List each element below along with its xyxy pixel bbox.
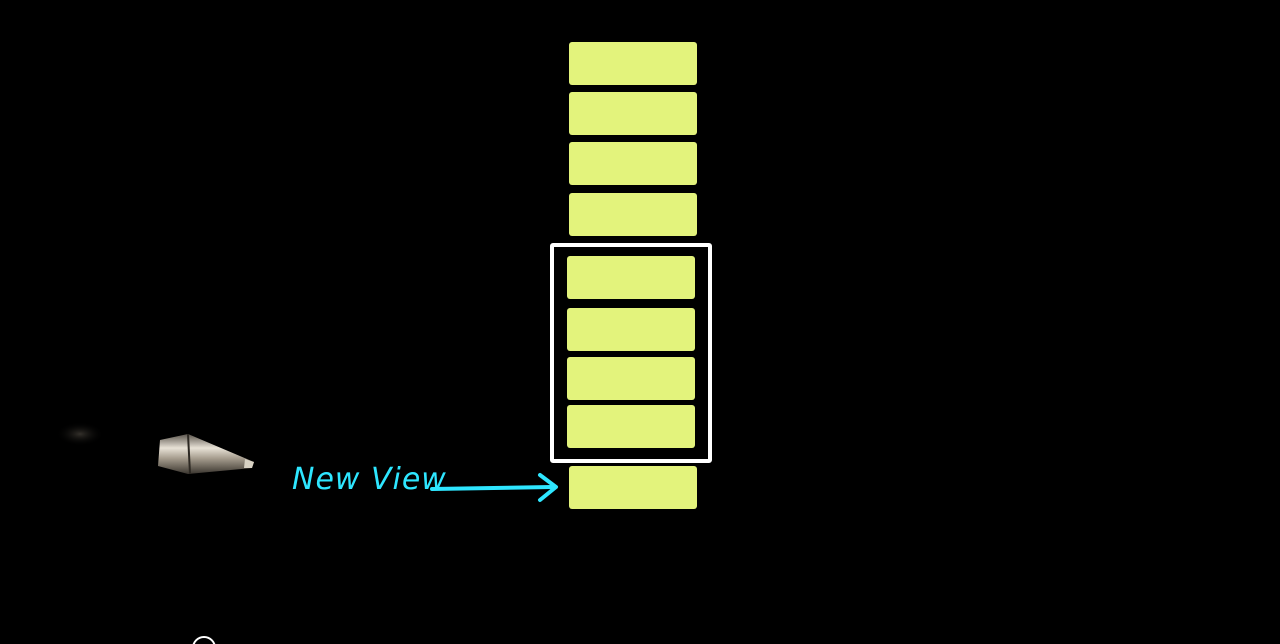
pen-cursor-marker bbox=[192, 636, 216, 644]
list-cell-above-1 bbox=[569, 42, 697, 85]
stylus-pen-icon bbox=[56, 422, 254, 475]
list-cell-visible-3 bbox=[567, 357, 695, 400]
list-cell-above-4 bbox=[569, 193, 697, 236]
list-cell-above-2 bbox=[569, 92, 697, 135]
list-cell-visible-4 bbox=[567, 405, 695, 448]
list-cell-above-3 bbox=[569, 142, 697, 185]
list-cell-visible-1 bbox=[567, 256, 695, 299]
new-view-label: New View bbox=[292, 462, 447, 497]
arrow-right-icon bbox=[430, 473, 558, 502]
viewport-frame bbox=[550, 243, 712, 463]
list-cell-visible-2 bbox=[567, 308, 695, 351]
new-view-cell bbox=[569, 466, 697, 509]
